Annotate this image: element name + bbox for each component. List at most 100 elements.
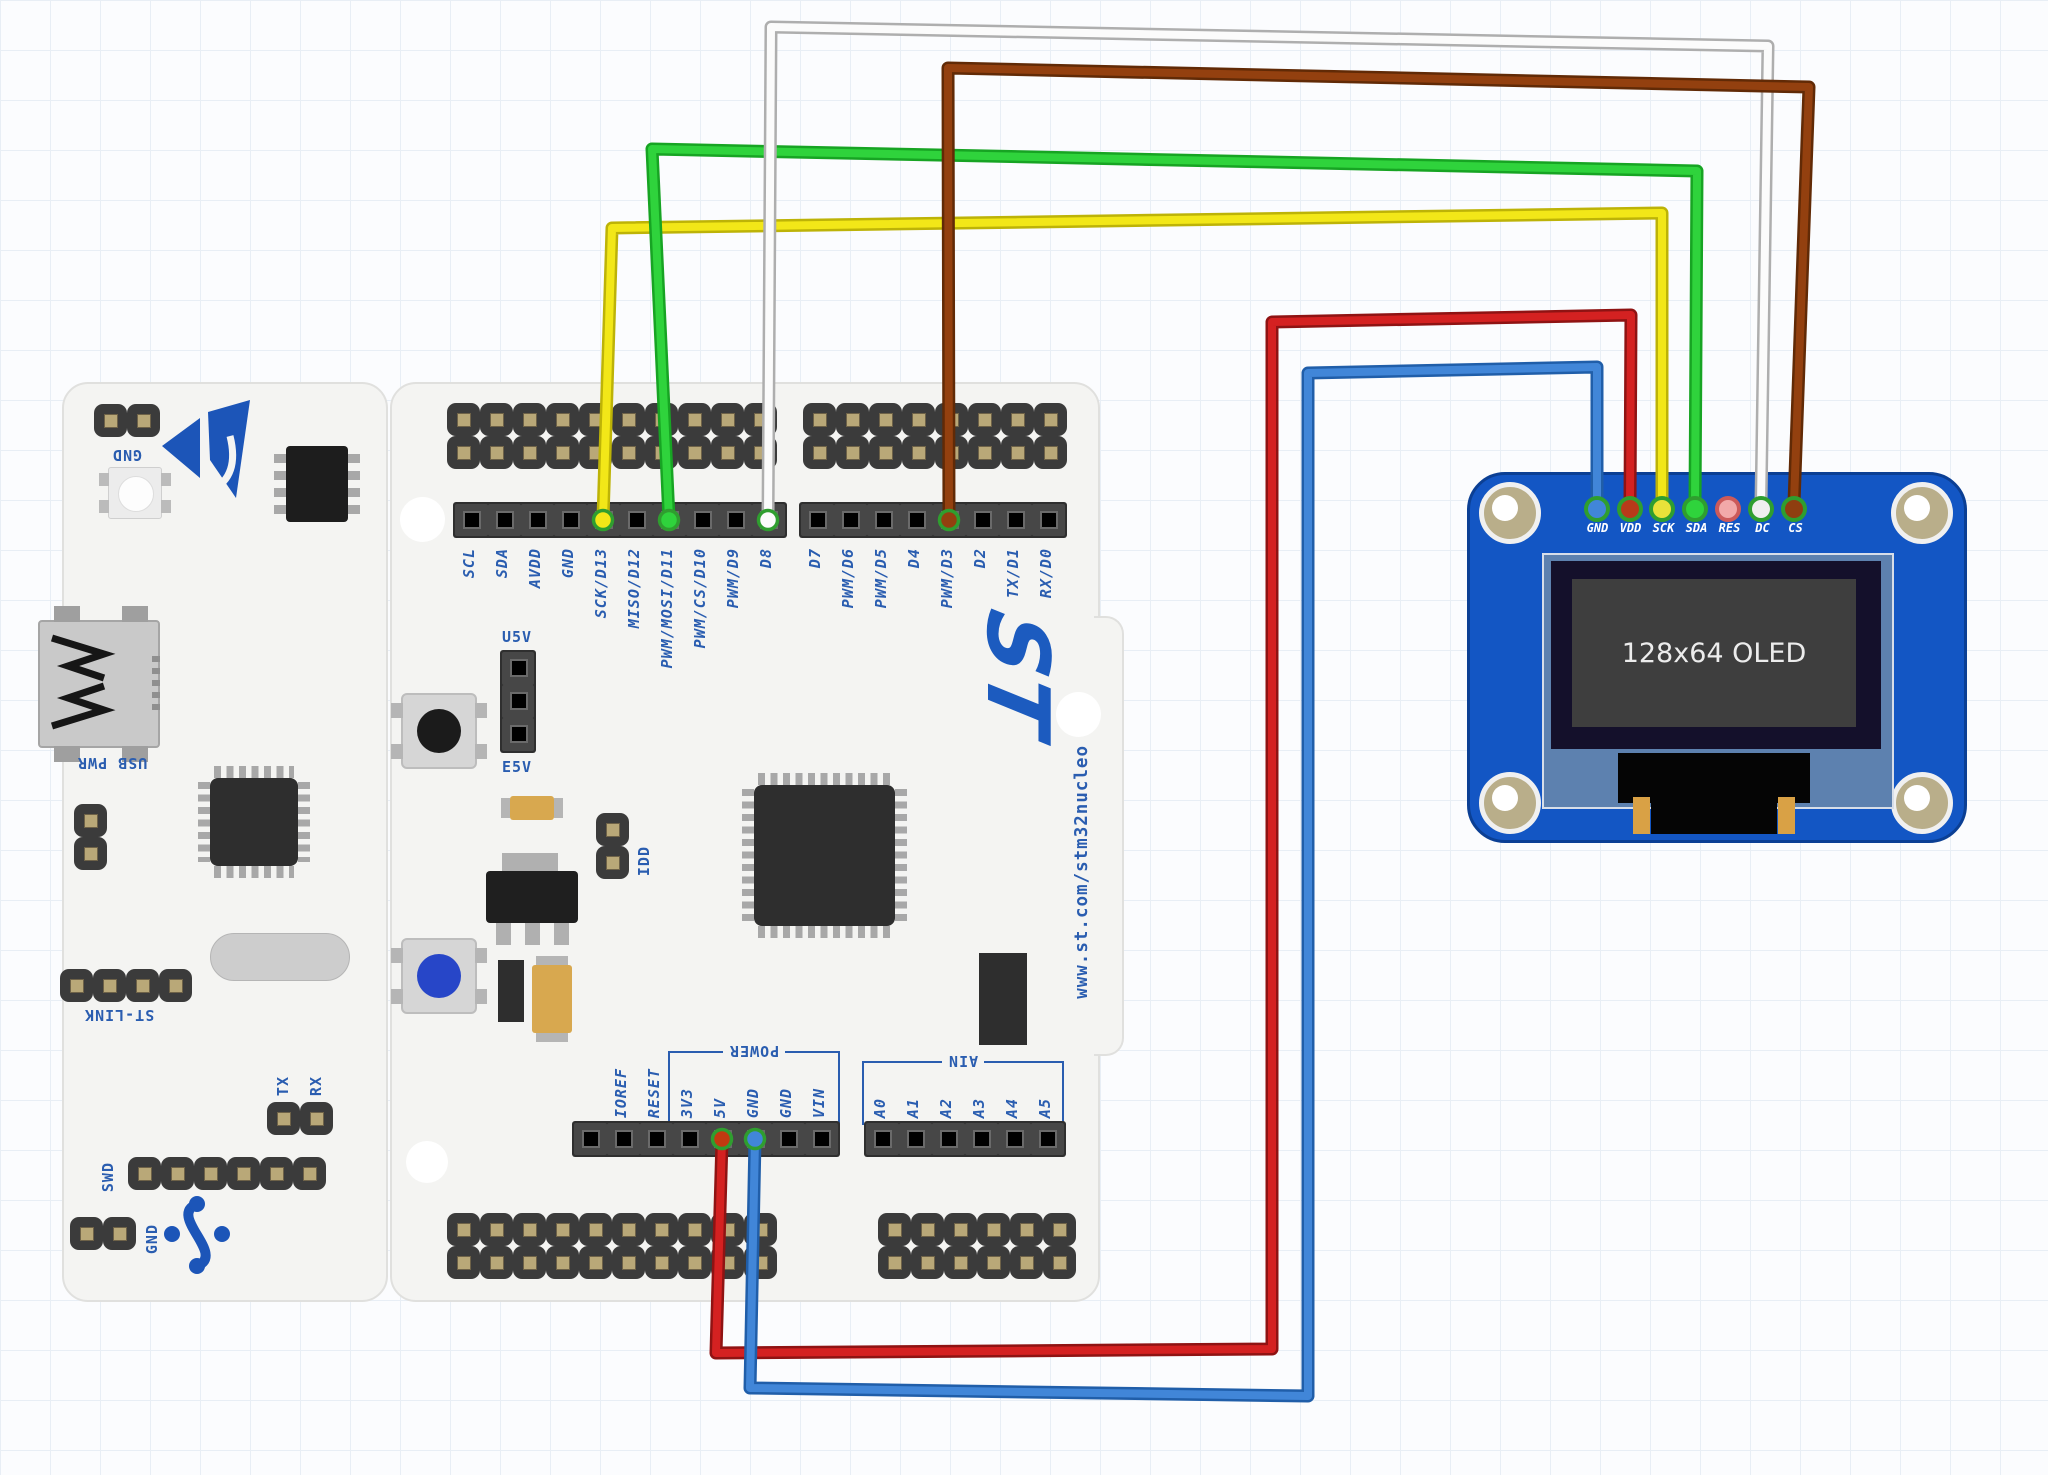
usb-tab bbox=[54, 746, 80, 762]
pin-label: SCK/D13 bbox=[592, 548, 610, 619]
top-left-female-header[interactable] bbox=[447, 403, 777, 469]
pin-label: D7 bbox=[806, 548, 824, 569]
stlink-board[interactable]: GND USB PWR bbox=[38, 382, 388, 1302]
pin-label: SDA bbox=[1685, 521, 1708, 535]
reset-blue-button[interactable] bbox=[391, 938, 487, 1014]
reset-button[interactable] bbox=[99, 467, 171, 519]
chip-pins bbox=[298, 782, 310, 862]
usb-tab bbox=[54, 606, 80, 622]
st-bird-logo-icon bbox=[162, 400, 250, 498]
power-group-bracket: POWER bbox=[668, 1042, 840, 1127]
user-button[interactable] bbox=[391, 693, 487, 769]
pin-label: A1 bbox=[904, 1097, 922, 1118]
pin-label: A3 bbox=[970, 1097, 988, 1118]
pin-label: RES bbox=[1718, 521, 1741, 535]
bracket-line bbox=[785, 1051, 840, 1053]
stlink-gnd-bottom-header[interactable] bbox=[70, 1217, 136, 1250]
diode bbox=[498, 960, 524, 1022]
analog-header[interactable] bbox=[864, 1121, 1066, 1157]
button-leg bbox=[391, 948, 403, 963]
stlink-gnd-top-header[interactable] bbox=[94, 404, 160, 437]
analog-pin-labels: A0 A1 A2 A3 A4 A5 bbox=[864, 1068, 1062, 1118]
button-leg bbox=[161, 473, 171, 486]
chip-body bbox=[754, 785, 895, 926]
u5v-e5v-header[interactable] bbox=[500, 650, 536, 753]
pin-label: PWM/CS/D10 bbox=[691, 548, 709, 649]
oled-mounting-hole bbox=[1479, 482, 1541, 544]
oled-screen: 128x64 OLED bbox=[1572, 579, 1856, 727]
pin-label: A4 bbox=[1003, 1097, 1021, 1118]
pin-label: GND bbox=[1586, 521, 1609, 535]
pin-label: PWM/D6 bbox=[839, 548, 857, 609]
oled-flex-connector bbox=[1618, 753, 1810, 803]
chip-pins bbox=[214, 766, 294, 778]
usb-contact-icon bbox=[50, 634, 116, 730]
bracket-line bbox=[668, 1051, 670, 1127]
capacitor bbox=[501, 796, 563, 820]
digital-header-right[interactable] bbox=[799, 502, 1067, 538]
chip-pins bbox=[758, 773, 891, 785]
chip-pins bbox=[214, 866, 294, 878]
oled-screen-text: 128x64 OLED bbox=[1621, 637, 1807, 669]
mounting-hole bbox=[1056, 692, 1101, 737]
chip-pins bbox=[742, 789, 754, 922]
txrx-header[interactable] bbox=[267, 1102, 333, 1135]
pin-label: PWM/D5 bbox=[872, 548, 890, 609]
pin-label: MISO/D12 bbox=[625, 548, 643, 629]
pin-label: A5 bbox=[1036, 1097, 1054, 1118]
button-leg bbox=[391, 703, 403, 718]
top-right-female-header[interactable] bbox=[803, 403, 1067, 469]
usb-tab bbox=[122, 746, 148, 762]
pin-label: PWM/D9 bbox=[724, 548, 742, 609]
digital-header-left[interactable] bbox=[453, 502, 787, 538]
oled-mounting-hole bbox=[1479, 772, 1541, 834]
mini-usb-connector[interactable] bbox=[38, 606, 160, 762]
swd-header[interactable] bbox=[128, 1157, 326, 1190]
pin-label: D8 bbox=[757, 548, 775, 569]
button-leg bbox=[475, 703, 487, 718]
nucleo-board-tab bbox=[1094, 616, 1124, 1056]
pin-label: A2 bbox=[937, 1097, 955, 1118]
pin-label: DC bbox=[1755, 521, 1770, 535]
bracket-line bbox=[838, 1051, 840, 1127]
stlink-2pin-header[interactable] bbox=[74, 804, 107, 870]
u5v-label: U5V bbox=[501, 628, 533, 646]
pin-label: A0 bbox=[871, 1097, 889, 1118]
stlink-mcu-chip bbox=[198, 766, 310, 878]
connector-gold-pad bbox=[1778, 797, 1795, 834]
idd-label: IDD bbox=[635, 845, 653, 876]
chip-body bbox=[210, 778, 298, 866]
idd-jumper-header[interactable] bbox=[596, 813, 629, 879]
oled-flex-connector bbox=[1651, 797, 1777, 834]
capacitor bbox=[532, 956, 572, 1042]
usb-pwr-label: USB PWR bbox=[76, 754, 148, 772]
connector-gold-pad bbox=[1633, 797, 1650, 834]
chip-pins bbox=[198, 782, 210, 862]
oled-mounting-hole bbox=[1891, 482, 1953, 544]
soic8-chip bbox=[274, 446, 360, 522]
pin-label: PWM/MOSI/D11 bbox=[658, 548, 676, 669]
stlink-program-header[interactable] bbox=[60, 969, 192, 1002]
e5v-label: E5V bbox=[501, 758, 533, 776]
swd-label: SWD bbox=[99, 1161, 117, 1192]
power-group-label: POWER bbox=[728, 1042, 780, 1060]
bottom-left-female-header[interactable] bbox=[447, 1213, 777, 1279]
bracket-line bbox=[668, 1051, 723, 1053]
board-url-text: www.st.com/stm32nucleo bbox=[1072, 745, 1092, 999]
voltage-regulator bbox=[486, 853, 578, 945]
stm32-mcu-chip bbox=[742, 773, 907, 938]
tx-label: TX bbox=[274, 1075, 292, 1096]
pin-label: SCK bbox=[1652, 521, 1675, 535]
mounting-hole bbox=[400, 497, 445, 542]
pin-label: D4 bbox=[905, 548, 923, 569]
chip-pins bbox=[895, 789, 907, 922]
usb-tab bbox=[122, 606, 148, 622]
button-leg bbox=[99, 473, 109, 486]
bottom-right-female-header[interactable] bbox=[878, 1213, 1076, 1279]
oled-mounting-hole bbox=[1891, 772, 1953, 834]
power-header[interactable] bbox=[572, 1121, 840, 1157]
bracket-line bbox=[1062, 1061, 1064, 1125]
